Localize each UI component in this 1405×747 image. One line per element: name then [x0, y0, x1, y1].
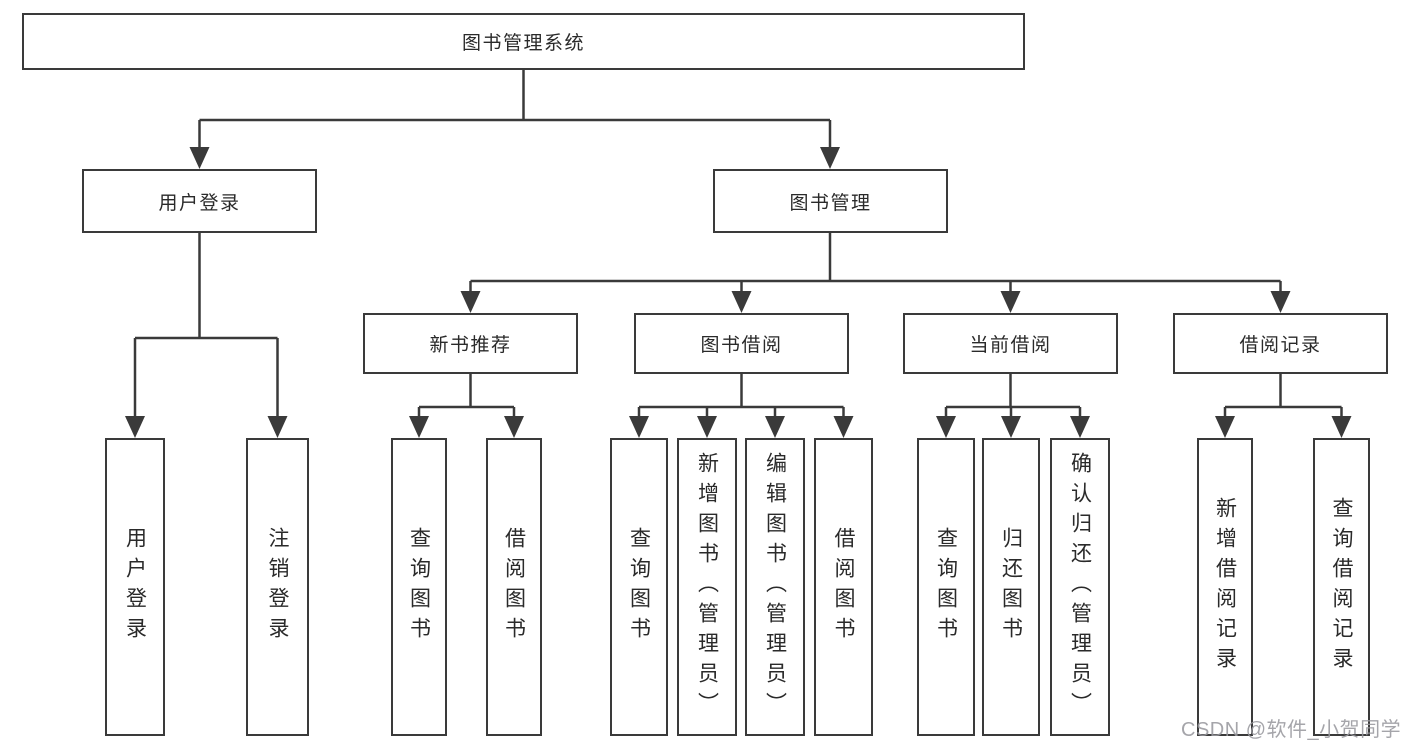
arrowheads-new-books-leaves	[409, 416, 524, 438]
csdn-watermark: CSDN @软件_小贺同学	[1181, 719, 1402, 741]
leaf-logout: 注销登录	[246, 438, 309, 736]
leaf-newbooks-borrow-label: 借阅图书	[502, 527, 526, 647]
leaf-logout-label: 注销登录	[266, 527, 289, 647]
connector-book-mgmt-to-level3	[469, 233, 1282, 294]
leaf-user-login: 用户登录	[105, 438, 165, 736]
connector-new-books-to-leaves	[417, 374, 516, 420]
leaf-newbooks-borrow: 借阅图书	[486, 438, 542, 736]
connector-root-to-level2	[198, 70, 832, 150]
node-user-login-label: 用户登录	[158, 192, 241, 214]
leaf-borrow-add: 新增图书（管理员）	[677, 438, 737, 736]
node-new-books-label: 新书推荐	[429, 335, 512, 356]
leaf-borrow-book: 借阅图书	[814, 438, 873, 736]
leaf-borrow-query: 查询图书	[610, 438, 668, 736]
leaf-borrow-edit: 编辑图书（管理员）	[745, 438, 805, 736]
node-borrow-records: 借阅记录	[1173, 313, 1388, 374]
node-user-login: 用户登录	[82, 169, 317, 233]
leaf-borrow-add-label: 新增图书（管理员）	[695, 452, 719, 722]
arrowheads-current-borrow-leaves	[936, 416, 1090, 438]
connector-user-login-to-leaves	[133, 233, 279, 420]
leaf-borrow-book-label: 借阅图书	[832, 527, 855, 647]
leaf-current-confirm: 确认归还（管理员）	[1050, 438, 1110, 736]
node-book-mgmt: 图书管理	[713, 169, 948, 233]
leaf-borrow-edit-label: 编辑图书（管理员）	[763, 452, 787, 722]
leaf-current-return-label: 归还图书	[999, 527, 1023, 647]
connector-borrow-records-to-leaves	[1223, 374, 1343, 420]
leaf-current-query: 查询图书	[917, 438, 975, 736]
leaf-records-query: 查询借阅记录	[1313, 438, 1370, 736]
leaf-current-return: 归还图书	[982, 438, 1040, 736]
node-root-label: 图书管理系统	[461, 33, 585, 54]
leaf-records-add: 新增借阅记录	[1197, 438, 1253, 736]
node-new-books: 新书推荐	[363, 313, 578, 374]
node-current-borrow-label: 当前借阅	[969, 335, 1052, 356]
node-book-borrow-label: 图书借阅	[700, 335, 783, 356]
leaf-records-add-label: 新增借阅记录	[1213, 497, 1237, 677]
arrowheads-user-login-leaves	[125, 416, 288, 438]
leaf-current-confirm-label: 确认归还（管理员）	[1068, 452, 1092, 722]
node-book-mgmt-label: 图书管理	[789, 192, 872, 214]
leaf-current-query-label: 查询图书	[934, 527, 958, 647]
arrowheads-level2	[189, 147, 840, 169]
connector-current-borrow-to-leaves	[944, 374, 1082, 420]
connector-book-borrow-to-leaves	[637, 374, 845, 420]
leaf-borrow-query-label: 查询图书	[627, 527, 651, 647]
node-borrow-records-label: 借阅记录	[1239, 335, 1322, 356]
node-book-borrow: 图书借阅	[634, 313, 849, 374]
leaf-newbooks-query: 查询图书	[391, 438, 447, 736]
node-root: 图书管理系统	[22, 13, 1025, 70]
leaf-user-login-label: 用户登录	[123, 527, 147, 647]
arrowheads-book-borrow-leaves	[629, 416, 854, 438]
leaf-newbooks-query-label: 查询图书	[407, 527, 431, 647]
leaf-records-query-label: 查询借阅记录	[1330, 497, 1353, 677]
node-current-borrow: 当前借阅	[903, 313, 1118, 374]
arrowheads-level3	[460, 291, 1291, 313]
arrowheads-borrow-records-leaves	[1215, 416, 1352, 438]
